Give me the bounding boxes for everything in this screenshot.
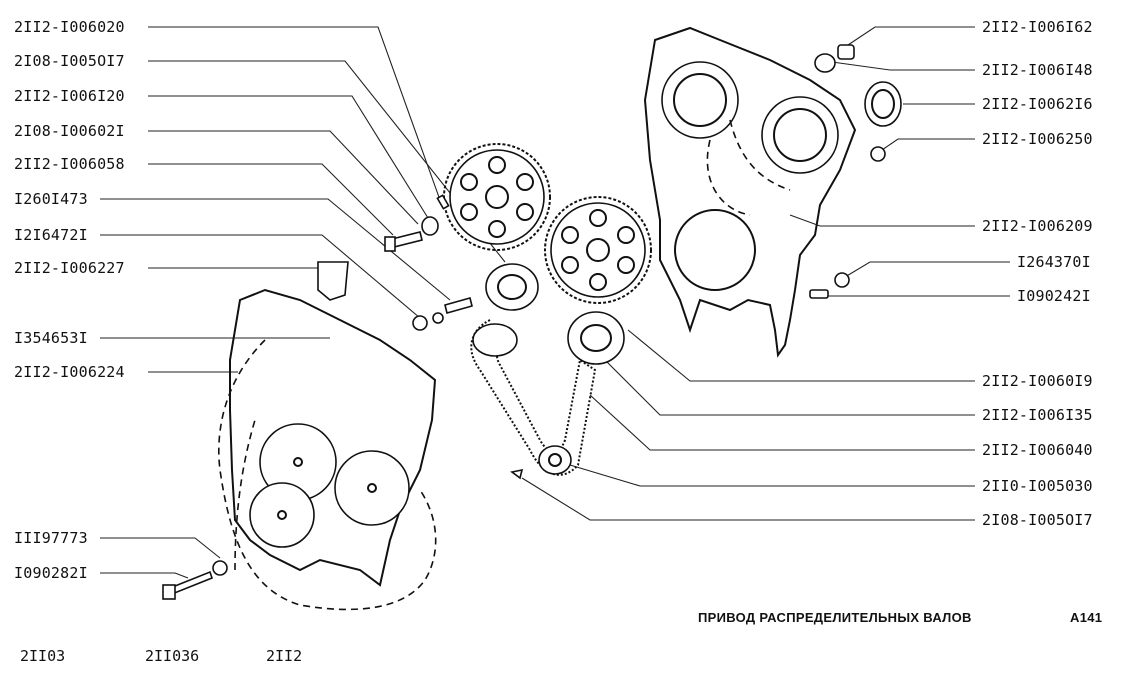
- right-leader-lines: [521, 26, 1010, 521]
- part-label: III97773: [14, 529, 88, 547]
- part-label: 2II2-I006I20: [14, 87, 125, 105]
- part-label: 2II2-I006040: [982, 441, 1093, 459]
- leader-line: [831, 61, 975, 71]
- part-label: 2II2-I006227: [14, 259, 125, 277]
- leader-line: [847, 26, 975, 46]
- leader-line: [881, 138, 975, 151]
- part-label: I264370I: [1017, 253, 1091, 271]
- camshaft-gears: [443, 143, 652, 304]
- model-number: 2II2: [266, 647, 303, 665]
- part-label: 2II2-I0060I9: [982, 372, 1093, 390]
- front-timing-cover: [218, 288, 437, 611]
- part-label: 2II2-I006I35: [982, 406, 1093, 424]
- rear-timing-cover: [643, 26, 857, 358]
- leader-line: [148, 60, 506, 263]
- leader-line: [148, 26, 441, 201]
- part-label: I354653I: [14, 329, 88, 347]
- part-label: 2II2-I006058: [14, 155, 125, 173]
- leader-line: [844, 261, 1010, 278]
- timing-belt: [470, 319, 597, 480]
- leader-line: [100, 234, 421, 319]
- part-label: 2I08-I005OI7: [14, 52, 125, 70]
- part-label: I090242I: [1017, 287, 1091, 305]
- leader-line: [789, 214, 975, 227]
- diagram-code: A141: [1070, 610, 1103, 625]
- leader-line: [148, 95, 429, 219]
- left-leader-lines: [100, 26, 506, 579]
- leader-line: [100, 198, 451, 301]
- leader-line: [148, 130, 419, 225]
- leader-line: [148, 163, 394, 236]
- part-label: I260I473: [14, 190, 88, 208]
- leader-line: [627, 329, 975, 382]
- part-label: I090282I: [14, 564, 88, 582]
- part-label: 2II2-I006I62: [982, 18, 1093, 36]
- part-label: 2II2-I006209: [982, 217, 1093, 235]
- right-small-parts: [809, 44, 902, 299]
- model-number: 2II03: [20, 647, 66, 665]
- leader-line: [559, 461, 975, 487]
- part-label: 2II2-I006224: [14, 363, 125, 381]
- leader-line: [100, 537, 221, 559]
- part-label: 2II2-I0062I6: [982, 95, 1093, 113]
- leader-line: [521, 477, 975, 521]
- part-label: 2II2-I006I48: [982, 61, 1093, 79]
- part-label: 2II2-I006020: [14, 18, 125, 36]
- part-label: 2I08-I005OI7: [982, 511, 1093, 529]
- leader-line: [100, 572, 189, 579]
- diagram-title: ПРИВОД РАСПРЕДЕЛИТЕЛЬНЫХ ВАЛОВ: [698, 610, 972, 625]
- left-small-parts: [317, 194, 473, 331]
- bottom-bolt: [162, 560, 228, 600]
- leader-line: [599, 354, 975, 416]
- tensioner-rollers: [485, 263, 625, 365]
- part-label: 2II2-I006250: [982, 130, 1093, 148]
- leader-line: [589, 394, 975, 451]
- part-label: I2I6472I: [14, 226, 88, 244]
- model-number: 2II036: [145, 647, 200, 665]
- part-label: 2I08-I00602I: [14, 122, 125, 140]
- part-label: 2II0-I005030: [982, 477, 1093, 495]
